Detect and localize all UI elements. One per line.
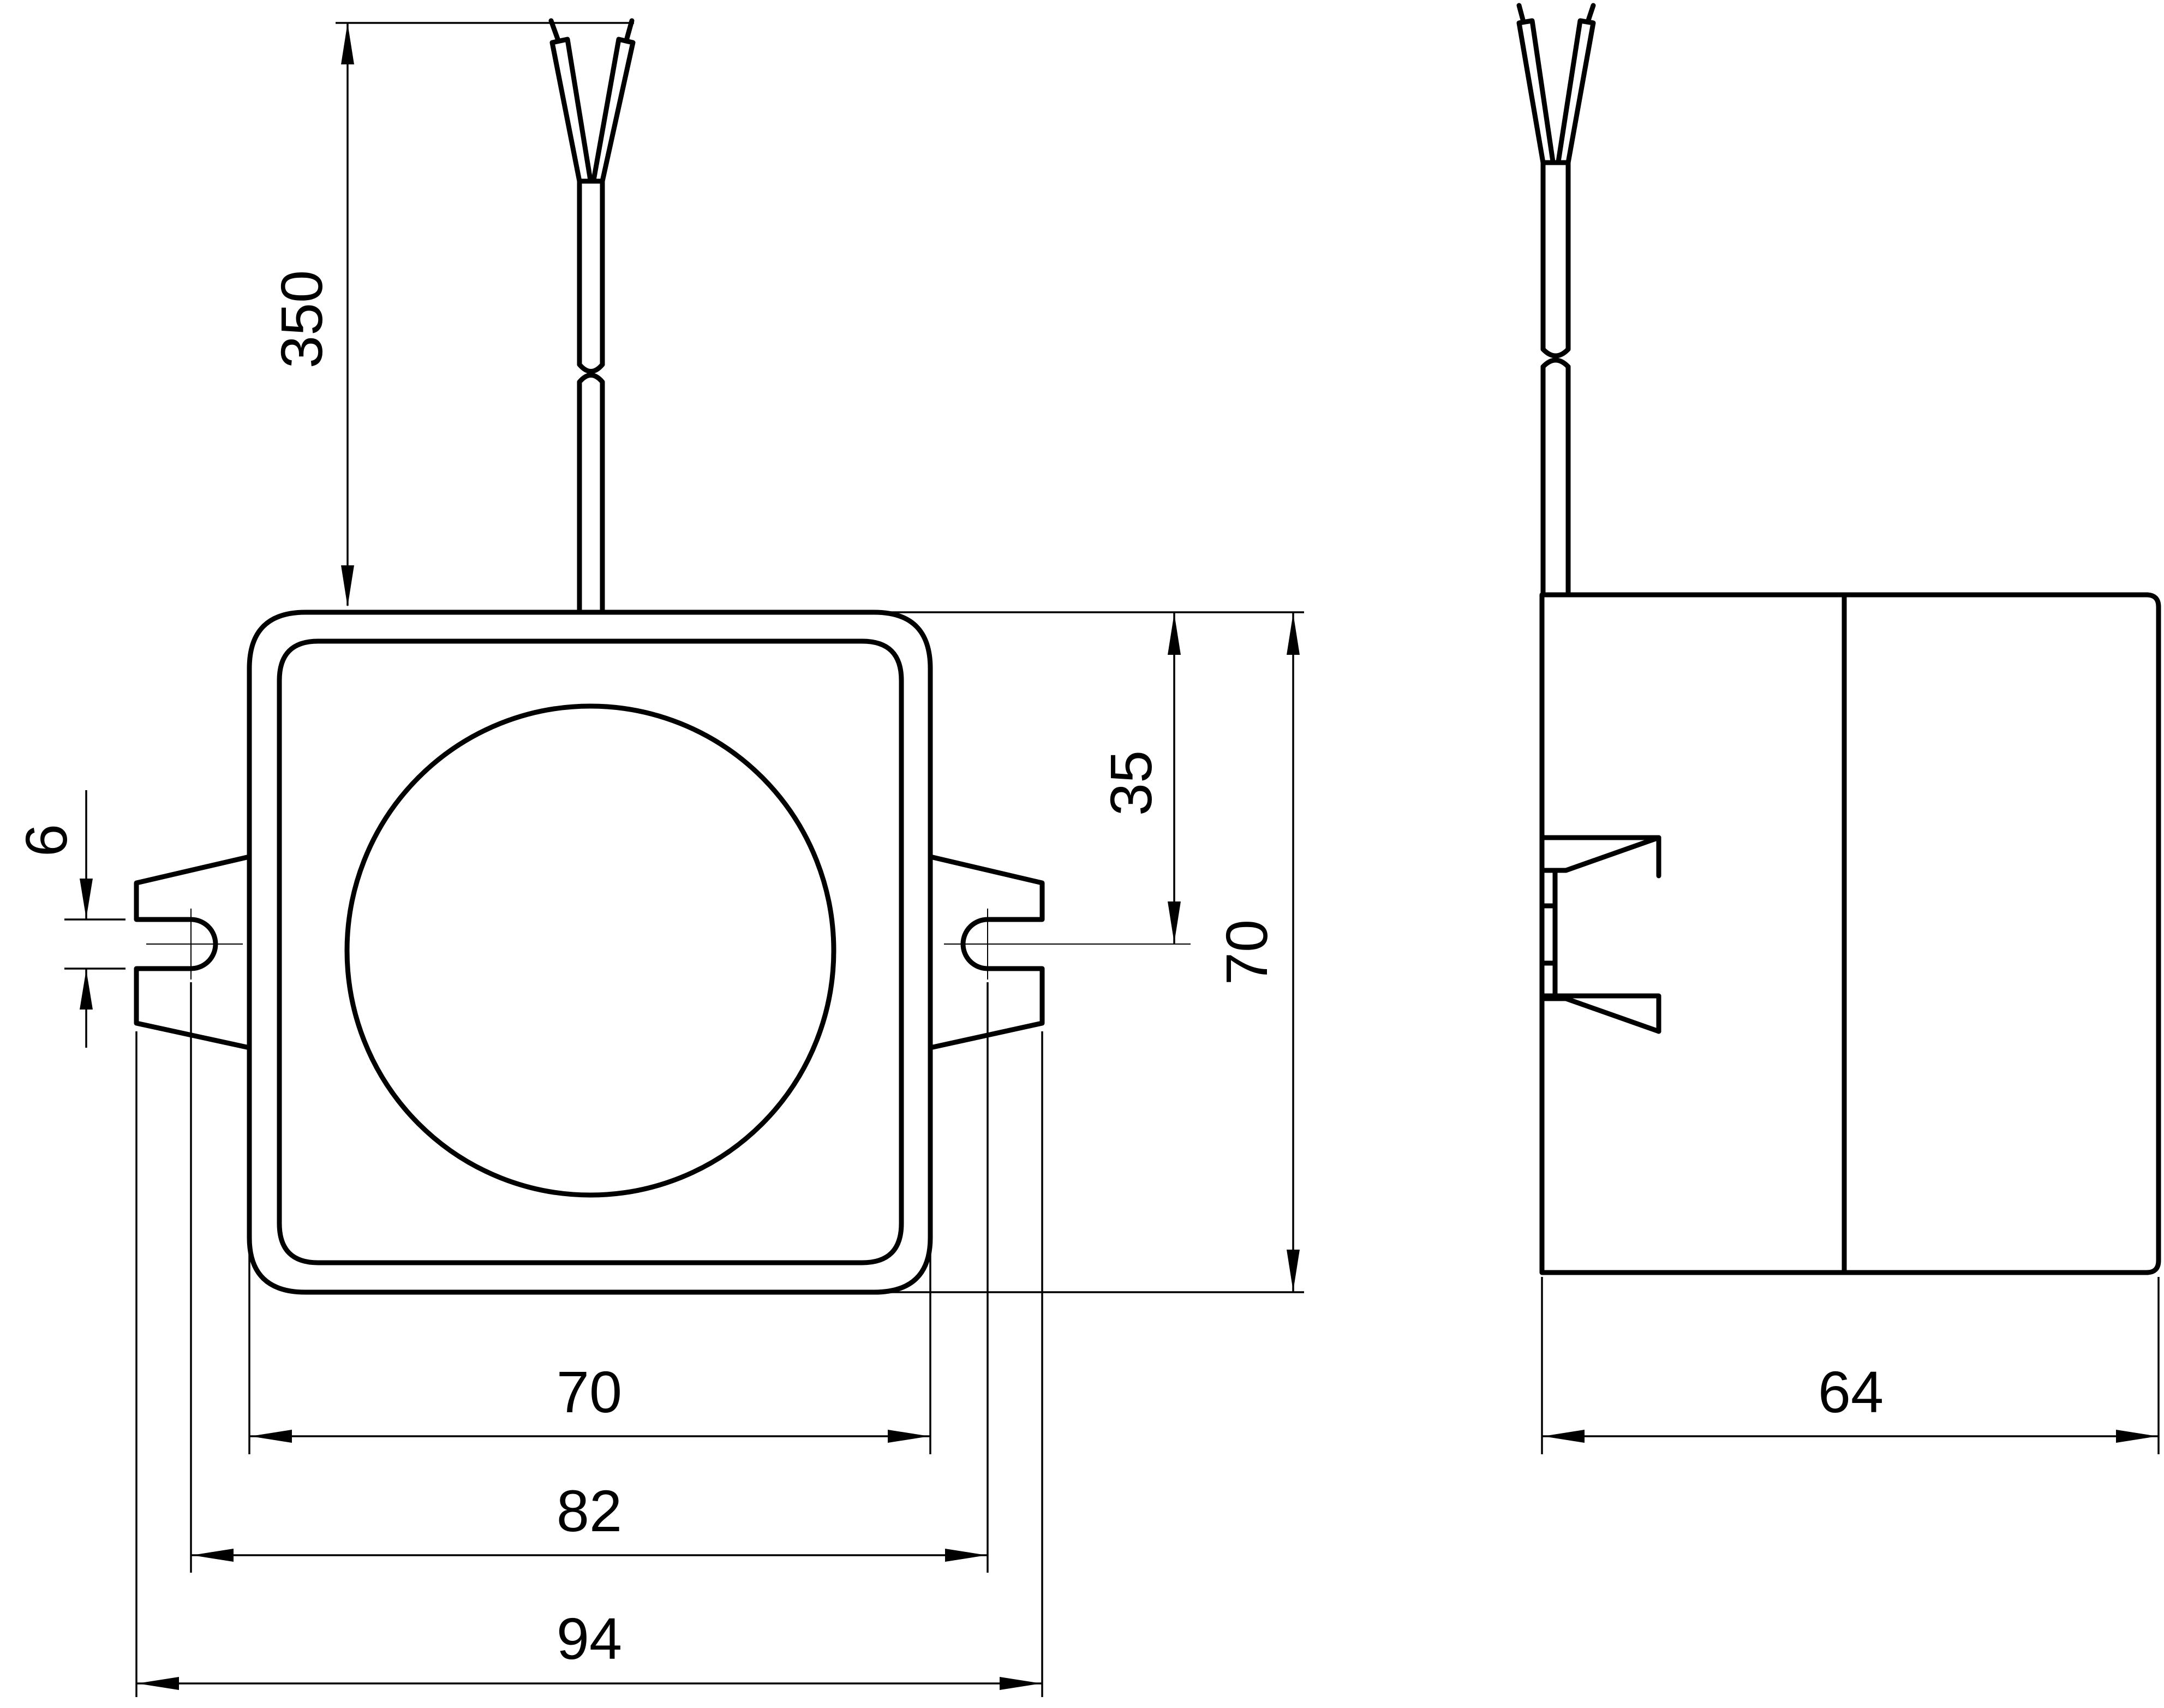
left-mounting-ear [134,854,252,1050]
side-cable [1516,3,1596,598]
housing-dome-circle [344,703,836,1198]
dimension-label-82: 82 [557,1478,622,1544]
dimension-label-6: 6 [13,824,79,857]
dimension-label-70-vertical: 70 [1213,919,1280,985]
dimension-label-70-horizontal: 70 [557,1359,622,1425]
dimension-mount-hole-spacing: 82 [190,982,989,1573]
front-view [134,18,1191,1295]
front-cable [548,18,636,615]
dimension-body-width: 70 [248,1201,931,1454]
dimension-slot-width: 6 [13,790,125,1048]
dimension-overall-width: 94 [135,1031,1043,1697]
housing-inner-outline [277,638,904,1265]
side-view [1516,3,2161,1275]
dimension-label-35: 35 [1098,750,1164,816]
dimension-side-depth: 64 [1541,1277,2160,1454]
dimension-label-350: 350 [268,270,334,368]
right-mounting-ear [928,854,1191,1050]
dimension-label-94: 94 [557,1605,622,1671]
housing-outer-outline [247,610,933,1295]
dimension-label-64: 64 [1818,1359,1884,1425]
side-mounting-tabs [1539,835,1661,1034]
dimension-cable-length: 350 [268,22,634,607]
side-housing-outline [1539,592,2161,1275]
dimension-body-half-height: 35 [877,611,1304,944]
dimension-body-height: 70 [877,612,1304,1293]
